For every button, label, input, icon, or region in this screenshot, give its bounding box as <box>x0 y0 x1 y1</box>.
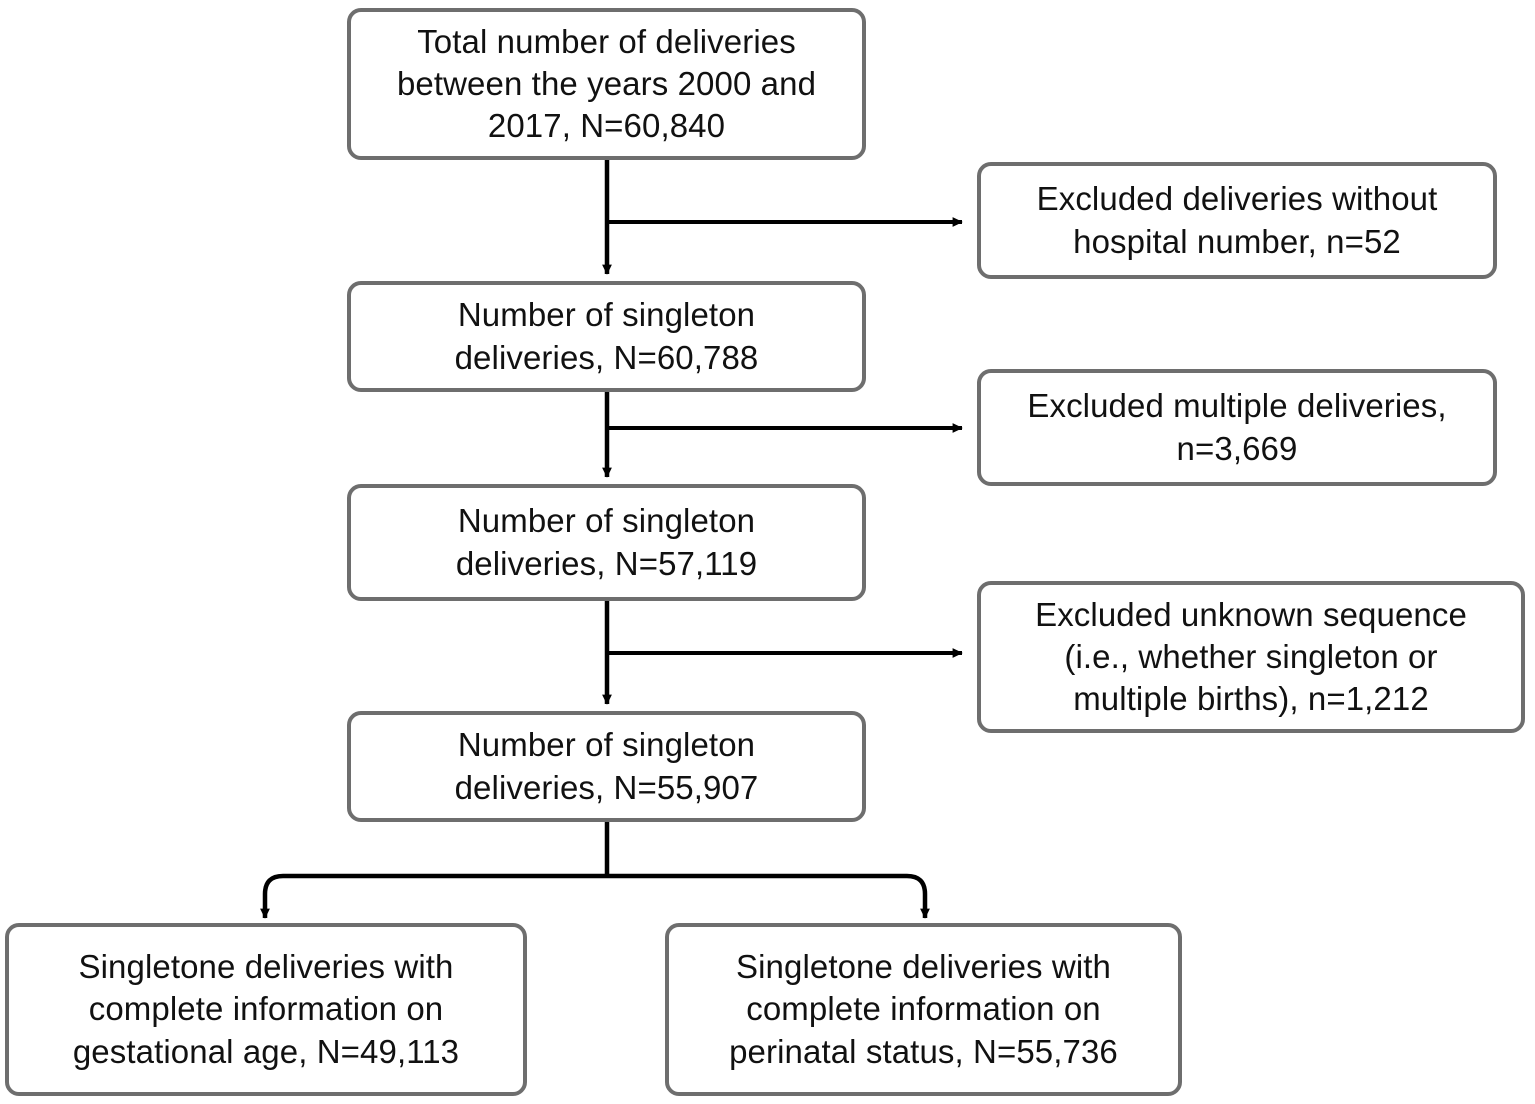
node-excluded-multiple-deliveries: Excluded multiple deliveries, n=3,669 <box>977 369 1497 486</box>
node-final-perinatal-status: Singletone deliveries with complete info… <box>665 923 1182 1096</box>
connector-singleton55907-to-final-gestational-age <box>260 873 607 919</box>
node-final-gestational-age: Singletone deliveries with complete info… <box>5 923 527 1096</box>
node-singleton-57119: Number of singleton deliveries, N=57,119 <box>347 484 866 601</box>
node-singleton-60788: Number of singleton deliveries, N=60,788 <box>347 281 866 392</box>
node-total-deliveries: Total number of deliveries between the y… <box>347 8 866 160</box>
connector-singleton55907-to-final-perinatal-status <box>607 873 930 919</box>
node-excluded-unknown-sequence: Excluded unknown sequence (i.e., whether… <box>977 581 1525 733</box>
node-excluded-no-hospital-number: Excluded deliveries without hospital num… <box>977 162 1497 279</box>
node-singleton-55907: Number of singleton deliveries, N=55,907 <box>347 711 866 822</box>
